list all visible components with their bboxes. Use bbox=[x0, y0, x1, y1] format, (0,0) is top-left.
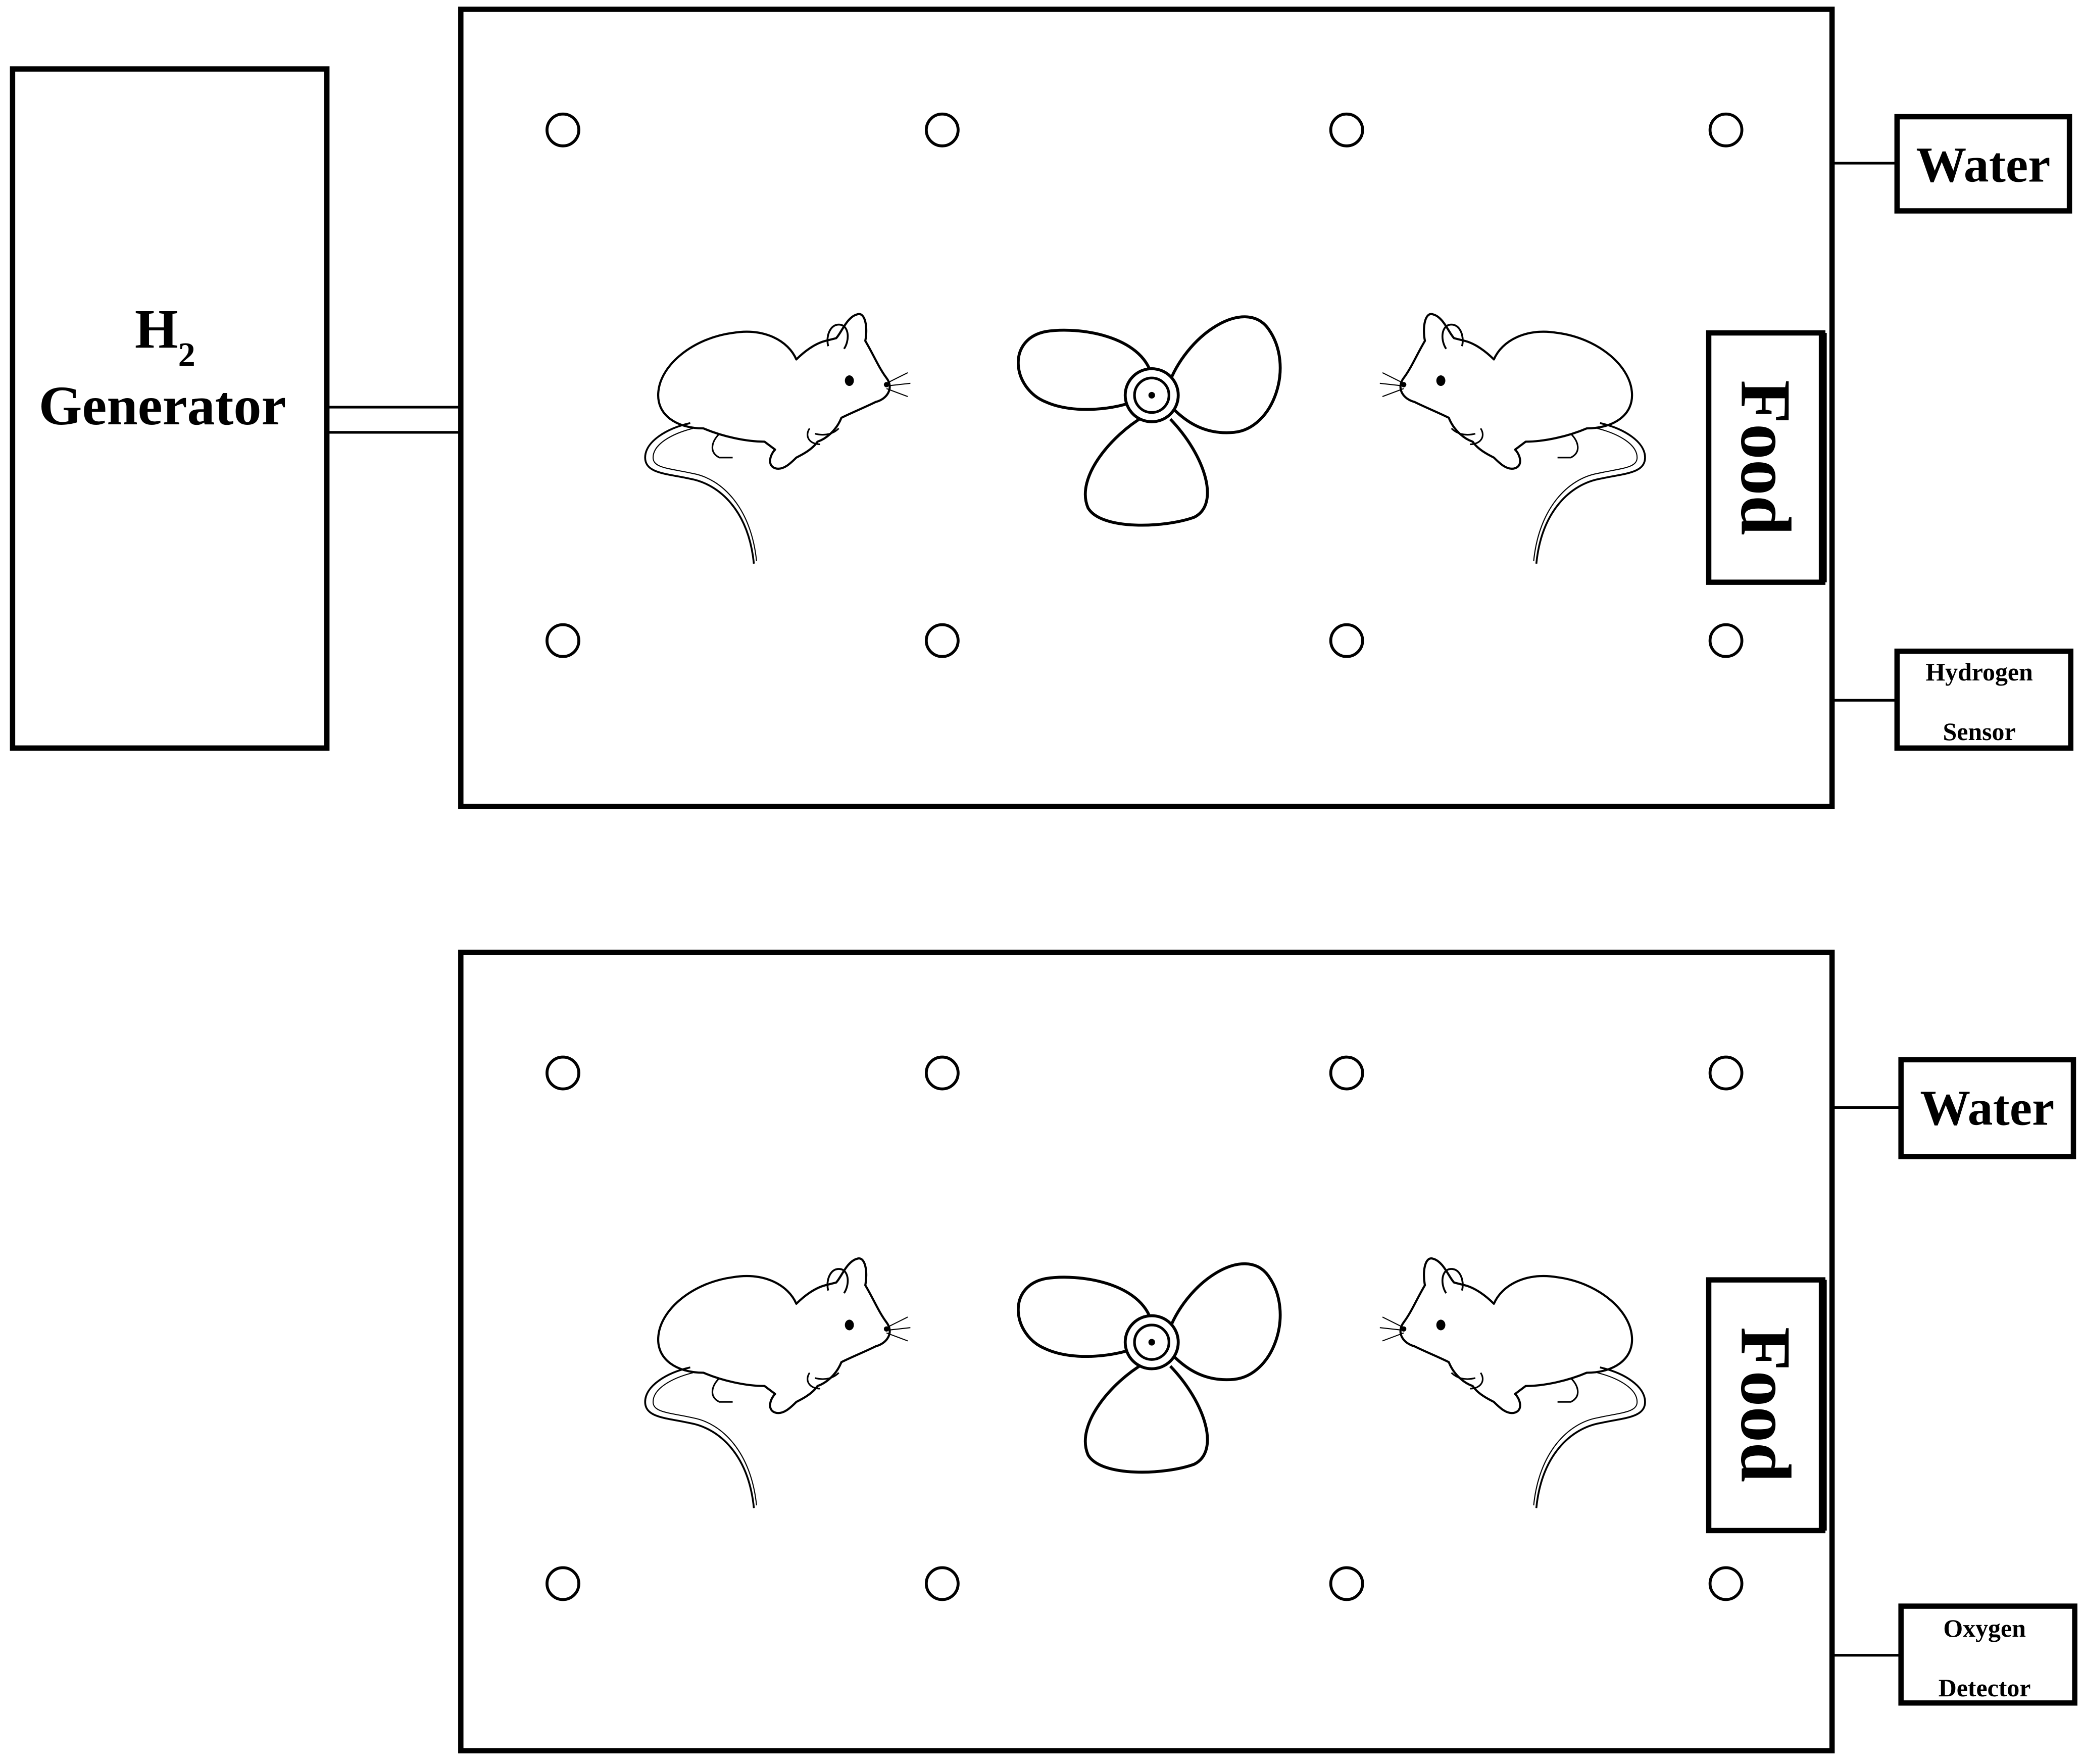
h2-generator-label: H2 bbox=[135, 298, 195, 374]
air-hole-icon bbox=[1710, 1057, 1742, 1089]
air-hole-icon bbox=[547, 114, 579, 146]
fan-icon bbox=[1018, 317, 1280, 525]
food-label: Food bbox=[1726, 380, 1805, 535]
food-box bbox=[1706, 330, 1826, 585]
water-box bbox=[1898, 1057, 2076, 1159]
mouse-icon bbox=[1380, 314, 1645, 564]
air-hole-icon bbox=[1331, 1567, 1363, 1599]
hydrogen-sensor-box bbox=[1894, 648, 2074, 751]
air-hole-icon bbox=[926, 1567, 958, 1599]
top-chamber-box bbox=[458, 7, 1835, 809]
hydrogen-sensor-label-line2: Sensor bbox=[1943, 718, 2016, 746]
hydrogen-sensor-label-line1: Hydrogen bbox=[1925, 658, 2033, 686]
air-hole-icon bbox=[1710, 114, 1742, 146]
air-hole-icon bbox=[547, 1057, 579, 1089]
water-box bbox=[1894, 114, 2072, 214]
h2-generator-label-line2: Generator bbox=[39, 375, 286, 436]
top-chamber: Food Water Hydrogen Sensor bbox=[458, 7, 2074, 809]
water-label: Water bbox=[1916, 137, 2050, 193]
air-hole-icon bbox=[926, 1057, 958, 1089]
mouse-icon bbox=[645, 1258, 910, 1508]
food-box bbox=[1706, 1277, 1826, 1534]
bottom-chamber-box bbox=[458, 949, 1835, 1753]
air-hole-icon bbox=[1710, 1567, 1742, 1599]
air-hole-icon bbox=[1331, 625, 1363, 657]
air-hole-icon bbox=[1331, 114, 1363, 146]
air-hole-icon bbox=[547, 1567, 579, 1599]
air-hole-icon bbox=[926, 114, 958, 146]
oxygen-detector-label-line1: Oxygen bbox=[1943, 1614, 2025, 1642]
oxygen-detector-box bbox=[1898, 1603, 2077, 1706]
air-hole-icon bbox=[1331, 1057, 1363, 1089]
air-hole-icon bbox=[547, 625, 579, 657]
air-hole-icon bbox=[926, 625, 958, 657]
mouse-icon bbox=[1380, 1258, 1645, 1508]
oxygen-detector-label-line2: Detector bbox=[1939, 1674, 2031, 1702]
food-label: Food bbox=[1726, 1327, 1805, 1482]
fan-icon bbox=[1018, 1264, 1280, 1473]
mouse-icon bbox=[645, 314, 910, 564]
bottom-chamber: Food Water Oxygen Detector bbox=[458, 949, 2077, 1753]
air-hole-icon bbox=[1710, 625, 1742, 657]
water-label: Water bbox=[1920, 1080, 2054, 1136]
